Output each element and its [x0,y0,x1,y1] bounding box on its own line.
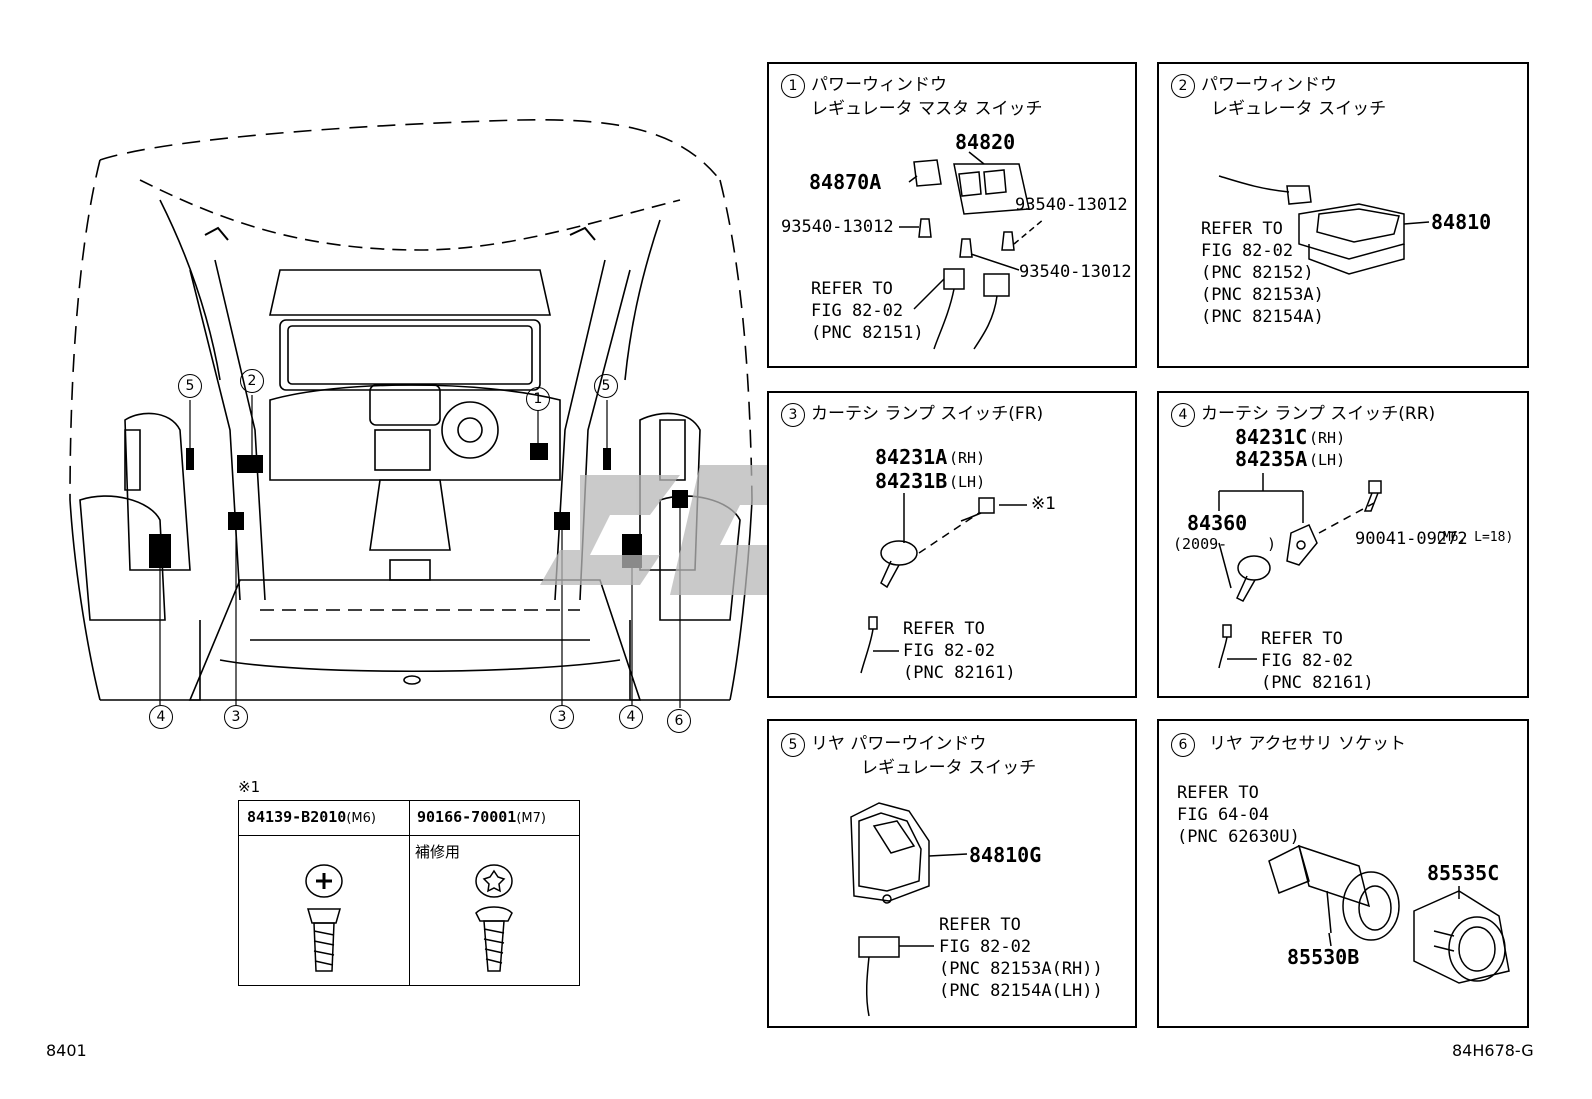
panel-5-ref-line3: (PNC 82153A(RH)) [939,959,1103,979]
part-90041-09272-spec: (M6, L=18) [1435,530,1514,545]
part-84360[interactable]: 84360 [1187,511,1248,535]
vehicle-interior-drawing [69,118,753,708]
part-84231b[interactable]: 84231B [875,469,948,493]
panel-3-title: カーテシ ランプ スイッチ(FR) [811,404,1044,424]
fastener-table-col-divider [409,801,410,985]
panel-5-number: 5 [781,733,805,757]
panel-1-number: 1 [781,74,805,98]
part-84231a[interactable]: 84231A [875,445,948,469]
fastener-col1-part: 84139-B2010 [247,808,347,826]
callout-1[interactable]: 1 [526,387,550,411]
panel-1-ref-line2: FIG 82-02 [811,301,904,321]
panel-1-ref-line1: REFER TO [811,279,893,299]
part-84231c[interactable]: 84231C [1235,425,1308,449]
panel-5-ref-line4: (PNC 82154A(LH)) [939,981,1103,1001]
fastener-col1-size: (M6) [346,811,376,826]
panel-5-title: リヤ パワーウインドウ [811,734,987,754]
panel-2-title2: レギュレータ スイッチ [1211,99,1387,119]
callout-4-right[interactable]: 4 [619,705,643,729]
panel-1-switch-drawing [899,151,1045,350]
part-84870a[interactable]: 84870A [809,170,882,194]
panel-4-courtesy-lamp-switch-rr: 4 カーテシ ランプ スイッチ(RR) 84231C (RH) 84235A (… [1157,391,1529,698]
panel-2-ref-line2: FIG 82-02 [1201,241,1294,261]
panel-6-rear-accessory-socket: 6 リヤ アクセサリ ソケット REFER TO FIG 64-04 (PNC … [1157,719,1529,1028]
part-84810g[interactable]: 84810G [969,843,1042,867]
panel-2-switch-drawing [1218,175,1430,275]
callout-5-left[interactable]: 5 [178,374,202,398]
part-84360-from: (2009- [1173,535,1228,553]
part-84235a-side: (LH) [1309,451,1346,469]
panel-3-ref-line1: REFER TO [903,619,985,639]
part-85530b[interactable]: 85530B [1287,945,1360,969]
panel-4-ref-line1: REFER TO [1261,629,1343,649]
panel-3-number: 3 [781,403,805,427]
panel-4-ref-line3: (PNC 82161) [1261,673,1374,693]
fastener-col2-note: 補修用 [415,843,461,861]
panel-2-ref-line5: (PNC 82154A) [1201,307,1324,327]
torx-bolt-icon [475,864,513,972]
part-84360-to: ) [1267,535,1277,553]
part-93540-13012-b[interactable]: 93540-13012 [1015,195,1128,215]
panel-3-ref-line3: (PNC 82161) [903,663,1016,683]
panel-1-power-window-master-switch: 1 パワーウィンドウ レギュレータ マスタ スイッチ 84820 84870A … [767,62,1137,368]
panel-4-switch-drawing [1218,473,1382,669]
panel-6-number: 6 [1171,733,1195,757]
footer-drawing-code: 84H678-G [1452,1041,1534,1060]
part-84810[interactable]: 84810 [1431,210,1492,234]
panel-2-ref-line4: (PNC 82153A) [1201,285,1324,305]
callout-6[interactable]: 6 [667,709,691,733]
panel-5-switch-drawing [850,802,968,1017]
panel-2-power-window-switch: 2 パワーウィンドウ レギュレータ スイッチ 84810 REFER TO FI… [1157,62,1529,368]
panel-2-title: パワーウィンドウ [1201,75,1337,95]
panel-2-ref-line3: (PNC 82152) [1201,263,1314,283]
panel-5-ref-line1: REFER TO [939,915,1021,935]
callout-5-right[interactable]: 5 [594,374,618,398]
panel-5-rear-power-window-switch: 5 リヤ パワーウインドウ レギュレータ スイッチ 84810G REFER T… [767,719,1137,1028]
fastener-col2-part: 90166-70001 [417,808,517,826]
panel-2-number: 2 [1171,74,1195,98]
panel-1-title: パワーウィンドウ [811,75,947,95]
panel-6-ref-line2: FIG 64-04 [1177,805,1270,825]
fastener-table: 84139-B2010(M6) 90166-70001(M7) 補修用 [238,800,580,986]
flange-bolt-icon [305,864,343,972]
part-93540-13012-c[interactable]: 93540-13012 [1019,262,1132,282]
part-93540-13012-a[interactable]: 93540-13012 [781,217,894,237]
panel-3-fastener-ref: ※1 [1031,494,1057,514]
panel-6-ref-line3: (PNC 62630U) [1177,827,1300,847]
panel-2-ref-line1: REFER TO [1201,219,1283,239]
panel-6-socket-drawing [1268,844,1510,984]
callout-2[interactable]: 2 [240,369,264,393]
part-90041-09272[interactable]: 90041-09272 [1355,529,1468,549]
panel-5-ref-line2: FIG 82-02 [939,937,1032,957]
panel-4-title: カーテシ ランプ スイッチ(RR) [1201,404,1436,424]
panel-3-switch-drawing [860,493,1027,674]
callout-4-left[interactable]: 4 [149,705,173,729]
callout-3-left[interactable]: 3 [224,705,248,729]
part-84231c-side: (RH) [1309,429,1346,447]
panel-6-title: リヤ アクセサリ ソケット [1209,734,1406,754]
part-84231b-side: (LH) [949,473,986,491]
fastener-col2-size: (M7) [516,811,546,826]
panel-5-title2: レギュレータ スイッチ [861,758,1037,778]
part-84231a-side: (RH) [949,449,986,467]
panel-3-ref-line2: FIG 82-02 [903,641,996,661]
panel-1-title2: レギュレータ マスタ スイッチ [811,99,1043,119]
panel-4-number: 4 [1171,403,1195,427]
part-84820[interactable]: 84820 [955,130,1016,154]
panel-6-ref-line1: REFER TO [1177,783,1259,803]
part-84235a[interactable]: 84235A [1235,447,1308,471]
fastener-col2-header: 90166-70001(M7) [417,807,546,826]
panel-3-courtesy-lamp-switch-fr: 3 カーテシ ランプ スイッチ(FR) 84231A (RH) 84231B (… [767,391,1137,698]
footer-page-code: 8401 [46,1041,87,1060]
callout-3-right[interactable]: 3 [550,705,574,729]
part-85535c[interactable]: 85535C [1427,861,1500,885]
fastener-note-mark: ※1 [238,778,261,796]
panel-4-ref-line2: FIG 82-02 [1261,651,1354,671]
panel-1-ref-line3: (PNC 82151) [811,323,924,343]
fastener-col1-header: 84139-B2010(M6) [247,807,376,826]
